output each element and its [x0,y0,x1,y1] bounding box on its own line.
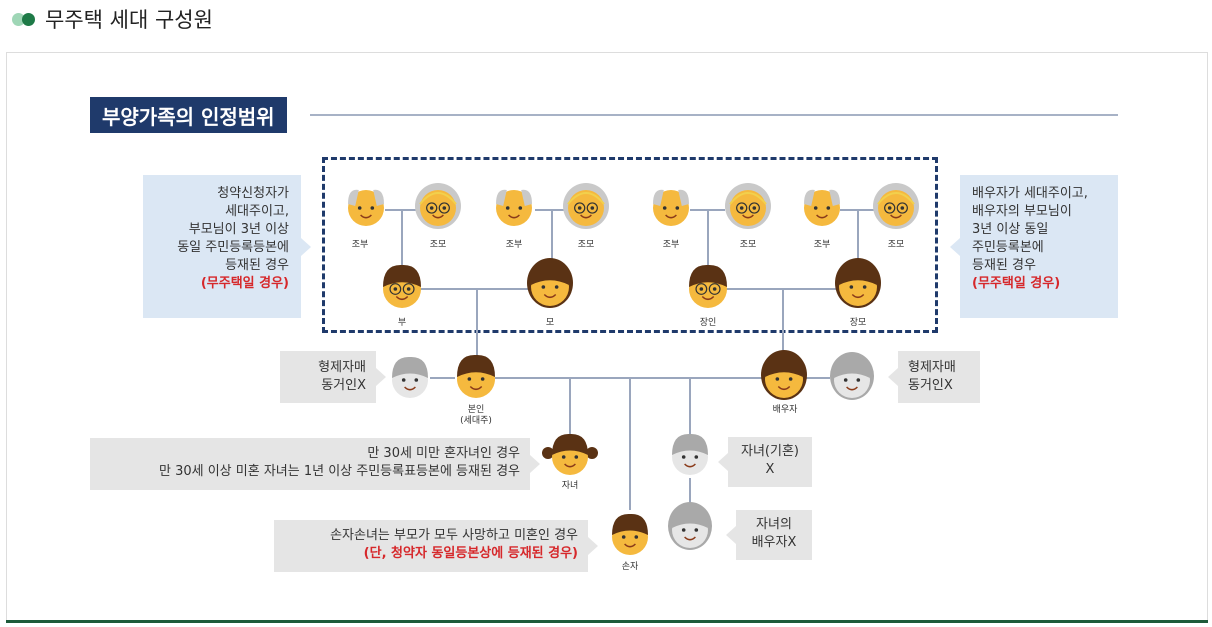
self-icon [457,354,495,398]
sibling-left-icon [392,356,428,398]
mother-icon [527,258,573,308]
note-line: 세대주이고, [225,204,289,219]
label-grandchild: 손자 [621,562,639,572]
note-line: 주민등록본에 [972,240,1044,255]
pointer-arrow [888,368,898,386]
note-line: X [765,462,775,477]
note-line: 동거인X [908,378,953,393]
label-father: 부 [397,318,407,328]
note-child-spouse: 자녀의 배우자X [736,510,812,560]
note-spouse-parents: 배우자가 세대주이고, 배우자의 부모님이 3년 이상 동일 주민등록본에 등재… [960,175,1118,318]
grandfather-4-icon [804,189,840,226]
note-line: 청약신청자가 [217,186,289,201]
pointer-arrow [376,368,386,386]
note-line: 자녀(기혼) [741,444,799,459]
sibling-right-icon [830,352,874,400]
child-icon [542,433,598,475]
note-sibling-left: 형제자매 동거인X [280,351,376,403]
note-applicant-parents: 청약신청자가 세대주이고, 부모님이 3년 이상 동일 주민등록등본에 등재된 … [143,175,301,318]
note-sibling-right: 형제자매 동거인X [898,351,980,403]
note-line: 부모님이 3년 이상 [188,222,289,237]
note-line: 만 30세 이상 미혼 자녀는 1년 이상 주민등록표등본에 등재된 경우 [158,464,520,479]
grandmother-2-icon [563,183,609,229]
note-grandchild: 손자손녀는 부모가 모두 사망하고 미혼인 경우 (단, 청약자 동일등본상에 … [274,520,588,572]
title-dot-dark-icon [22,12,35,26]
pointer-arrow [718,453,728,471]
grandfather-3-icon [653,189,689,226]
label-self: 본인(세대주) [460,405,492,426]
connector-lines [385,209,875,510]
married-child-icon [672,433,708,475]
pointer-arrow [301,238,311,256]
pointer-arrow [950,238,960,256]
label-grandmother-4: 조모 [887,240,905,250]
note-line: 손자손녀는 부모가 모두 사망하고 미혼인 경우 [330,528,578,543]
grandchild-icon [612,513,648,555]
note-married-child: 자녀(기혼) X [728,437,812,487]
spouse-icon [761,350,807,400]
note-line: 배우자가 세대주이고, [972,186,1088,201]
note-line: 등재된 경우 [225,258,289,273]
note-line: 3년 이상 동일 [972,222,1049,237]
label-grandmother-1: 조모 [429,240,447,250]
father-icon [383,264,421,308]
note-child: 만 30세 미만 혼자녀인 경우 만 30세 이상 미혼 자녀는 1년 이상 주… [90,438,530,490]
note-line: 배우자의 부모님이 [972,204,1072,219]
grandmother-4-icon [873,183,919,229]
pointer-arrow [726,526,736,544]
section-title: 무주택 세대 구성원 [12,6,213,32]
pointer-arrow [530,455,540,473]
note-highlight: (단, 청약자 동일등본상에 등재된 경우) [363,546,578,561]
title-dot-light-icon [12,12,25,26]
grandmother-1-icon [415,183,461,229]
label-grandfather-3: 조부 [662,240,680,250]
label-child: 자녀 [561,481,579,491]
label-grandmother-2: 조모 [577,240,595,250]
label-grandfather-4: 조부 [813,240,831,250]
label-spouse: 배우자 [772,405,798,415]
grandmother-3-icon [725,183,771,229]
bottom-divider [6,620,1208,623]
label-grandfather-2: 조부 [505,240,523,250]
section-title-text: 무주택 세대 구성원 [45,8,213,32]
note-line: 배우자X [751,535,797,550]
grandfather-2-icon [496,189,532,226]
pointer-arrow [588,537,598,555]
note-line: 등재된 경우 [972,258,1036,273]
note-line: 자녀의 [756,517,792,532]
note-highlight: (무주택일 경우) [200,276,289,291]
label-mother-in-law: 장모 [849,318,867,328]
label-mother: 모 [545,318,555,328]
father-in-law-icon [689,264,727,308]
people [348,183,919,555]
label-father-in-law: 장인 [699,318,717,328]
note-line: 동일 주민등록등본에 [177,240,289,255]
note-line: 만 30세 미만 혼자녀인 경우 [367,446,520,461]
diagram-heading: 부양가족의 인정범위 [90,97,287,133]
label-grandfather-1: 조부 [351,240,369,250]
note-line: 형제자매 [318,360,366,375]
diagram-panel [6,52,1208,620]
mother-in-law-icon [835,258,881,308]
note-line: 동거인X [321,378,366,393]
grandfather-1-icon [348,189,384,226]
dependent-range-box [322,157,938,333]
child-spouse-icon [668,502,712,550]
label-grandmother-3: 조모 [739,240,757,250]
heading-rule [310,114,1118,116]
note-line: 형제자매 [908,360,956,375]
note-highlight: (무주택일 경우) [972,276,1061,291]
